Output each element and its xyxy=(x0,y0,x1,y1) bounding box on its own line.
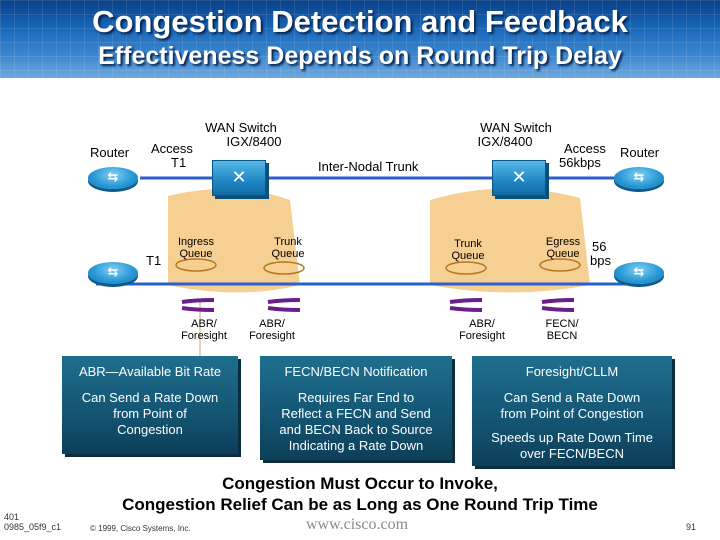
page-number: 91 xyxy=(686,522,697,532)
egress-queue-mark xyxy=(539,258,581,272)
router-arrows-icon: ⇆ xyxy=(107,169,119,184)
access-left-word: Access xyxy=(151,141,193,156)
t1-label: T1 xyxy=(146,253,162,268)
router-left-label: Router xyxy=(90,145,130,160)
router-right-top: ⇆ xyxy=(614,167,664,189)
fecn-body-line4: Indicating a Rate Down xyxy=(288,438,424,453)
fecn-box-header: FECN/BECN Notification xyxy=(284,364,428,379)
inter-nodal-trunk-label: Inter-Nodal Trunk xyxy=(318,159,419,174)
fecn-becn-label: FECN/ BECN xyxy=(534,318,590,342)
trunk-queue-mark-left xyxy=(263,261,305,275)
trunk-queue-mark-right xyxy=(445,261,487,275)
foresight-body-line1: Can Send a Rate Down xyxy=(503,390,641,405)
trunk-queue-left-line1: Trunk xyxy=(274,236,302,248)
fecn-body-line3: and BECN Back to Source xyxy=(279,422,433,437)
ingress-queue-label: Ingress Queue xyxy=(170,236,222,260)
ingress-queue-line1: Ingress xyxy=(177,236,215,248)
abr-foresight-1-line2: Foresight xyxy=(181,330,227,342)
wan-switch-left: ✕ xyxy=(212,160,266,196)
abr-info-box: ABR—Available Bit Rate Can Send a Rate D… xyxy=(62,356,238,454)
slide-code-line1: 401 xyxy=(4,512,20,522)
switch-arrows-icon: ✕ xyxy=(511,167,527,187)
wan-switch-right-name: WAN Switch xyxy=(480,120,552,135)
conclusion-line2: Congestion Relief Can be as Long as One … xyxy=(122,495,598,514)
speed-56-value: 56 xyxy=(592,239,607,254)
abr-body-line3: Congestion xyxy=(117,422,183,437)
switch-arrows-icon: ✕ xyxy=(231,167,247,187)
queue-band-left xyxy=(168,188,300,293)
cisco-url[interactable]: www.cisco.com xyxy=(306,516,409,533)
feedback-arrow-1 xyxy=(181,298,215,312)
abr-foresight-label-2: ABR/ Foresight xyxy=(242,318,302,342)
egress-queue-line1: Egress xyxy=(545,236,581,248)
slide-code-line2: 0985_05f9_c1 xyxy=(4,522,62,532)
foresight-box-header: Foresight/CLLM xyxy=(525,364,619,379)
access-right-word: Access xyxy=(564,141,606,156)
foresight-body2-line2: over FECN/BECN xyxy=(519,446,625,461)
router-arrows-icon: ⇆ xyxy=(107,264,119,279)
fecn-becn-info-box: FECN/BECN Notification Requires Far End … xyxy=(260,356,452,460)
network-diagram xyxy=(96,176,640,360)
abr-foresight-3-line2: Foresight xyxy=(459,330,505,342)
trunk-queue-left-label: Trunk Queue xyxy=(262,236,314,260)
abr-body-line2: from Point of xyxy=(113,406,187,421)
foresight-body2-line1: Speeds up Rate Down Time xyxy=(491,430,653,445)
foresight-info-box: Foresight/CLLM Can Send a Rate Down from… xyxy=(472,356,672,466)
queue-band-right xyxy=(430,188,590,293)
trunk-queue-right-line2: Queue xyxy=(451,250,485,262)
feedback-arrow-2 xyxy=(267,298,301,312)
access-left-label: Access T1 xyxy=(151,142,193,170)
access-left-speed: T1 xyxy=(171,155,187,170)
slide-code: 401 0985_05f9_c1 xyxy=(4,512,61,532)
access-right-speed: 56kbps xyxy=(558,155,601,170)
trunk-queue-right-label: Trunk Queue xyxy=(442,238,494,262)
egress-queue-label: Egress Queue xyxy=(537,236,589,260)
foresight-body-line2: from Point of Congestion xyxy=(500,406,644,421)
fecn-box-body: Requires Far End to Reflect a FECN and S… xyxy=(264,390,448,454)
trunk-queue-left-line2: Queue xyxy=(271,248,305,260)
wan-switch-right-label: WAN Switch IGX/8400 xyxy=(470,121,562,149)
wan-switch-left-label: WAN Switch IGX/8400 xyxy=(195,121,287,149)
wan-switch-right: ✕ xyxy=(492,160,546,196)
wan-switch-right-model: IGX/8400 xyxy=(477,134,533,149)
fecn-body-line1: Requires Far End to xyxy=(297,390,415,405)
access-right-label: Access 56kbps xyxy=(554,142,606,170)
speed-56-label: 56 bps xyxy=(590,240,611,268)
fecn-becn-line2: BECN xyxy=(546,330,578,342)
slide-subtitle: Effectiveness Depends on Round Trip Dela… xyxy=(98,42,622,70)
speed-56-unit: bps xyxy=(590,253,611,268)
egress-queue-line2: Queue xyxy=(546,248,580,260)
title-banner: Congestion Detection and Feedback Effect… xyxy=(0,0,720,78)
slide-title: Congestion Detection and Feedback xyxy=(92,4,628,39)
foresight-box-body: Can Send a Rate Down from Point of Conge… xyxy=(476,390,668,422)
abr-foresight-label-3: ABR/ Foresight xyxy=(452,318,512,342)
wan-switch-left-name: WAN Switch xyxy=(205,120,277,135)
router-arrows-icon: ⇆ xyxy=(633,169,645,184)
fecn-becn-line1: FECN/ xyxy=(545,318,579,330)
router-arrows-icon: ⇆ xyxy=(633,264,645,279)
abr-foresight-2-line1: ABR/ xyxy=(259,318,285,330)
router-left-top: ⇆ xyxy=(88,167,138,189)
foresight-box-body-2: Speeds up Rate Down Time over FECN/BECN xyxy=(476,430,668,462)
feedback-arrow-4 xyxy=(541,298,575,312)
trunk-queue-right-line1: Trunk xyxy=(454,238,482,250)
banner-grid-pattern xyxy=(0,0,720,78)
abr-foresight-label-1: ABR/ Foresight xyxy=(174,318,234,342)
copyright-text: © 1999, Cisco Systems, Inc. xyxy=(90,524,191,533)
ingress-queue-mark xyxy=(175,258,217,272)
feedback-arrow-3 xyxy=(449,298,483,312)
wan-switch-left-model: IGX/8400 xyxy=(226,134,282,149)
conclusion-line1: Congestion Must Occur to Invoke, xyxy=(222,474,498,493)
abr-box-body: Can Send a Rate Down from Point of Conge… xyxy=(66,390,234,438)
fecn-body-line2: Reflect a FECN and Send xyxy=(281,406,431,421)
router-right-bottom: ⇆ xyxy=(614,262,664,284)
abr-box-header: ABR—Available Bit Rate xyxy=(78,364,222,379)
router-right-label: Router xyxy=(620,145,660,160)
abr-body-line1: Can Send a Rate Down xyxy=(81,390,219,405)
abr-foresight-2-line2: Foresight xyxy=(249,330,295,342)
router-left-bottom: ⇆ xyxy=(88,262,138,284)
ingress-queue-line2: Queue xyxy=(179,248,213,260)
abr-foresight-1-line1: ABR/ xyxy=(191,318,217,330)
abr-foresight-3-line1: ABR/ xyxy=(469,318,495,330)
